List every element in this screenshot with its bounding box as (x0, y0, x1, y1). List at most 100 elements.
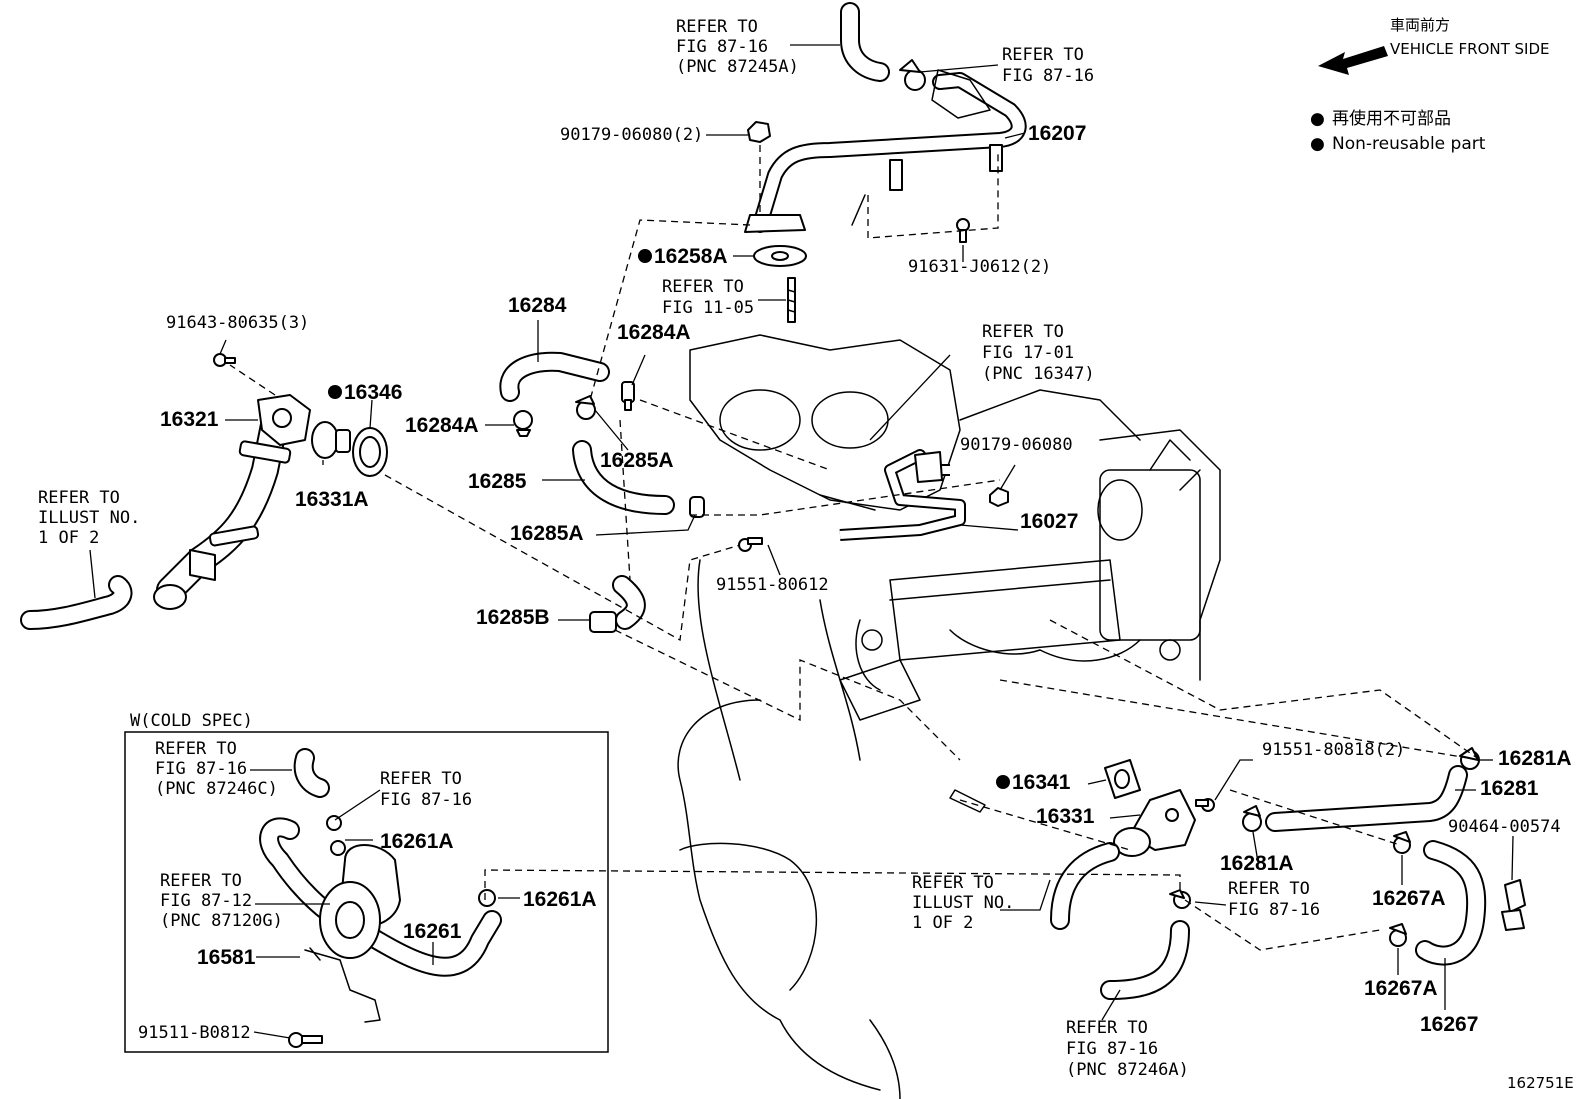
bolt-icon (213, 353, 236, 367)
leader-lines (89, 44, 1514, 1039)
gasket-16346 (352, 427, 388, 477)
label-16281: 16281 (1480, 777, 1539, 800)
clamp-icon (1459, 747, 1480, 770)
label-refer-87245a-2: FIG 87-16 (676, 37, 768, 57)
part-16267-hose (1415, 840, 1487, 966)
label-90179-06080: 90179-06080 (960, 435, 1073, 455)
part-16281-hose (1265, 765, 1468, 832)
bolt-icon (738, 537, 763, 552)
part-16285-hose (572, 440, 675, 515)
inset-title: W(COLD SPEC) (130, 711, 253, 731)
nut-icon (989, 487, 1009, 507)
clamp-icon (1169, 889, 1191, 909)
non-reusable-mark (328, 385, 342, 399)
refer-hose-left (20, 575, 133, 630)
label-16284a-upper: 16284A (617, 321, 691, 344)
label-91551-80818: 91551-80818(2) (1262, 740, 1405, 760)
label-refer-illust-left-3: 1 OF 2 (38, 528, 99, 548)
label-16284: 16284 (508, 294, 567, 317)
label-16341: 16341 (1012, 771, 1071, 794)
label-inset-refer-87-16-1: REFER TO (380, 769, 462, 789)
label-16285b: 16285B (476, 606, 550, 629)
label-91643-80635: 91643-80635(3) (166, 313, 309, 333)
label-inset-refer-87246c-3: (PNC 87246C) (155, 779, 278, 799)
label-16267: 16267 (1420, 1013, 1478, 1036)
illustration-id: 162751E (1507, 1074, 1574, 1092)
label-16285a-lower: 16285A (510, 522, 584, 545)
label-refer-17-01-3: (PNC 16347) (982, 364, 1095, 384)
engine-block (677, 334, 1221, 1099)
clamp-icon (513, 410, 533, 437)
label-90464-00574: 90464-00574 (1448, 817, 1561, 837)
part-16027-pipe (819, 449, 966, 541)
label-refer-11-05-2: FIG 11-05 (662, 298, 754, 318)
label-16207: 16207 (1028, 122, 1086, 145)
label-refer-illust-left-1: REFER TO (38, 488, 120, 508)
stud-bolt (787, 277, 796, 323)
label-16285a-upper: 16285A (600, 449, 674, 472)
label-refer-illust-right-3: 1 OF 2 (912, 913, 973, 933)
label-90179-06080-2: 90179-06080(2) (560, 125, 703, 145)
clamp-icon (1389, 923, 1407, 947)
label-inset-refer-87246c-2: FIG 87-16 (155, 759, 247, 779)
label-refer-illust-left-2: ILLUST NO. (38, 508, 140, 528)
part-labels: REFER TO FIG 87-16 (PNC 87245A) REFER TO… (38, 17, 1572, 1080)
label-16258a: 16258A (654, 245, 728, 268)
bolt-icon (1195, 798, 1215, 812)
legend-bullet-2: ● (1310, 134, 1325, 154)
label-refer-illust-right-1: REFER TO (912, 873, 994, 893)
label-91631-j0612: 91631-J0612(2) (908, 257, 1051, 277)
label-inset-16261: 16261 (403, 920, 462, 943)
non-reusable-mark (638, 249, 652, 263)
label-refer-17-01-1: REFER TO (982, 322, 1064, 342)
label-16027: 16027 (1020, 510, 1078, 533)
label-91551-80612: 91551-80612 (716, 575, 829, 595)
label-refer-87-16-right-1: REFER TO (1228, 879, 1310, 899)
label-inset-refer-87120g-3: (PNC 87120G) (160, 911, 283, 931)
label-refer-87-16-right-2: FIG 87-16 (1228, 900, 1320, 920)
label-inset-refer-87246c-1: REFER TO (155, 739, 237, 759)
label-16284a-left: 16284A (405, 414, 479, 437)
label-refer-illust-right-2: ILLUST NO. (912, 893, 1014, 913)
inset-box (124, 731, 609, 1053)
legend-bullet-1: ● (1310, 109, 1325, 129)
label-refer-87246a-2: FIG 87-16 (1066, 1039, 1158, 1059)
part-16321-outlet (153, 394, 311, 610)
label-refer-17-01-2: FIG 17-01 (982, 343, 1074, 363)
label-16346: 16346 (344, 381, 402, 404)
label-16331: 16331 (1036, 805, 1095, 828)
label-refer-87245a-1: REFER TO (676, 17, 758, 37)
label-refer-11-05-1: REFER TO (662, 277, 744, 297)
thermostat-16331a (311, 421, 351, 459)
label-16331a: 16331A (295, 488, 369, 511)
nut-icon (747, 121, 771, 143)
reference-lines (229, 145, 1481, 951)
label-refer-87245a-3: (PNC 87245A) (676, 57, 799, 77)
label-16281a-right: 16281A (1498, 747, 1572, 770)
legend-label-jp: 再使用不可部品 (1332, 108, 1451, 129)
legend-label-en: Non-reusable part (1332, 134, 1486, 154)
part-16207-pipe (744, 2, 1027, 233)
label-refer-87246a-1: REFER TO (1066, 1018, 1148, 1038)
legend: ● 再使用不可部品 ● Non-reusable part (1310, 108, 1486, 154)
label-inset-16581: 16581 (197, 946, 256, 969)
front-label-en: VEHICLE FRONT SIDE (1390, 40, 1550, 58)
clip-90464 (1501, 879, 1526, 931)
label-refer-87246a-3: (PNC 87246A) (1066, 1060, 1189, 1080)
label-16285: 16285 (468, 470, 527, 493)
label-refer-87-16-top-2: FIG 87-16 (1002, 66, 1094, 86)
union-16284a (621, 381, 635, 411)
label-16267a-upper: 16267A (1372, 887, 1446, 910)
clamp-icon (1393, 831, 1411, 854)
vehicle-front-indicator: 車両前方 VEHICLE FRONT SIDE (1318, 16, 1550, 75)
part-16331-outlet (1113, 789, 1196, 857)
part-16284-hose (499, 351, 610, 402)
label-inset-91511-b0812: 91511-B0812 (138, 1023, 251, 1043)
gasket-16341 (1104, 759, 1141, 799)
label-16321: 16321 (160, 408, 219, 431)
label-inset-refer-87120g-1: REFER TO (160, 871, 242, 891)
clamp-icon (1242, 805, 1262, 832)
clamp-icon (899, 59, 926, 91)
inset-labels: REFER TO FIG 87-16 (PNC 87246C) REFER TO… (138, 739, 597, 1043)
front-arrow-icon (1318, 46, 1388, 75)
